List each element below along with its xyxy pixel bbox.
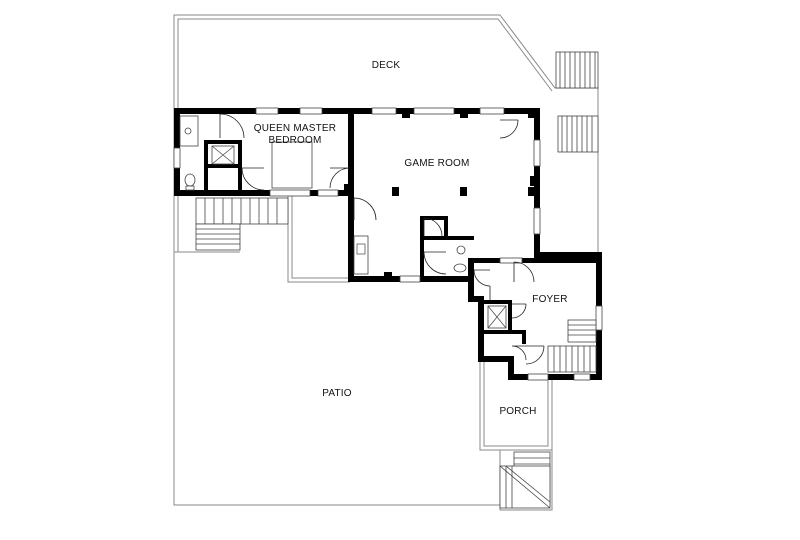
label-game-room: GAME ROOM — [404, 158, 469, 169]
bedroom-stairs — [195, 197, 289, 251]
deck-stairs-upper — [555, 51, 599, 89]
porch-stairs — [499, 451, 551, 509]
label-porch: PORCH — [499, 406, 536, 417]
label-deck: DECK — [372, 60, 401, 71]
patio-outline — [173, 110, 500, 506]
foyer-stairs — [547, 319, 597, 373]
label-queen-master-line1: QUEEN MASTER — [254, 123, 336, 134]
label-foyer: FOYER — [532, 294, 567, 305]
label-queen-master-line2: BEDROOM — [268, 135, 321, 146]
label-patio: PATIO — [322, 388, 352, 399]
deck-stairs-side — [557, 115, 599, 153]
doors — [219, 113, 545, 365]
windows — [173, 107, 603, 381]
fixtures — [179, 115, 507, 329]
